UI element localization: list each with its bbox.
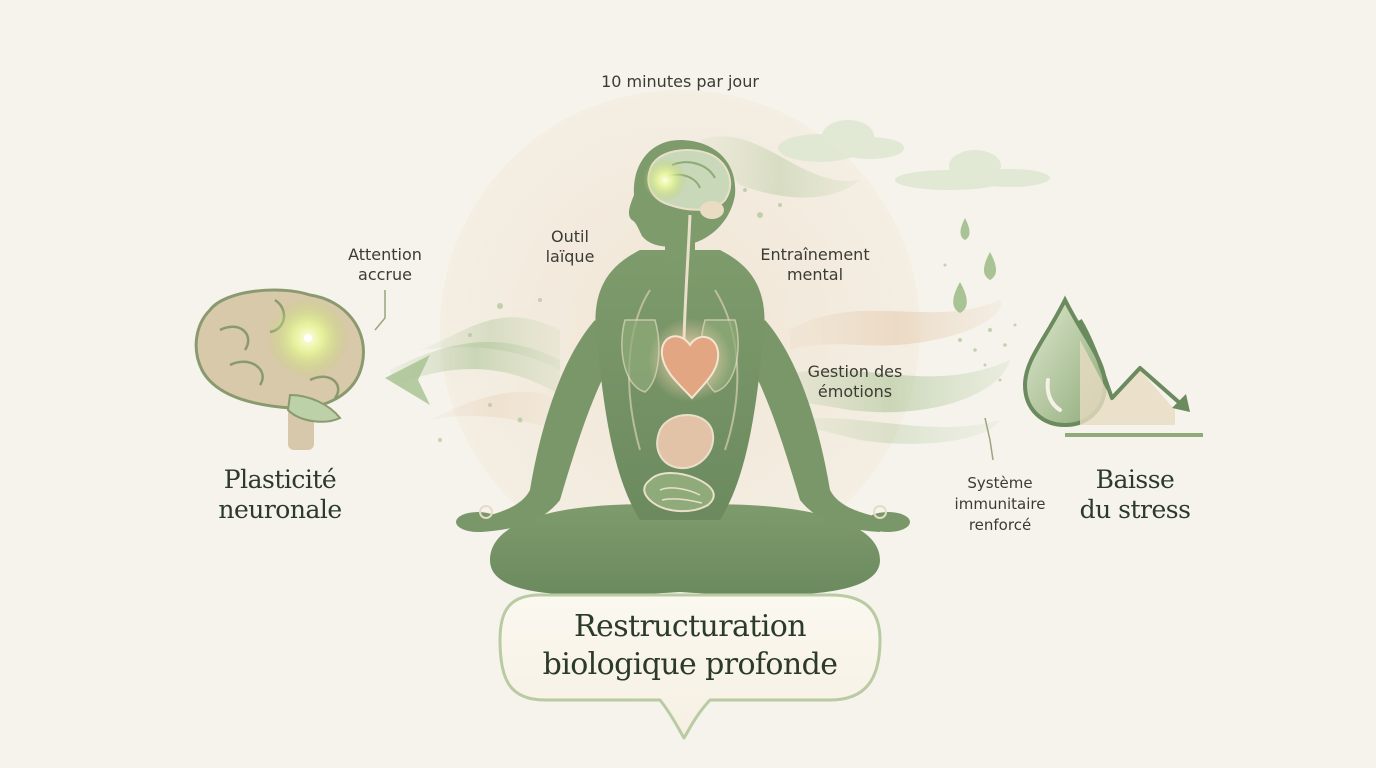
brain-icon [194,288,365,450]
heart-icon [660,335,720,400]
leader-line-immunitaire [984,417,994,461]
downtrend-arrow-icon [1065,318,1203,437]
particles [438,188,1017,442]
meditating-figure-icon [456,140,910,596]
flow-waves-left [385,317,560,430]
title-bubble [498,593,882,740]
small-drops [953,218,997,313]
cloud-icon [895,150,1050,190]
cloud-icon [778,120,904,162]
top-label: 10 minutes par jour [601,72,759,91]
leader-line-attention [374,290,386,331]
flow-waves-right [700,136,1010,444]
